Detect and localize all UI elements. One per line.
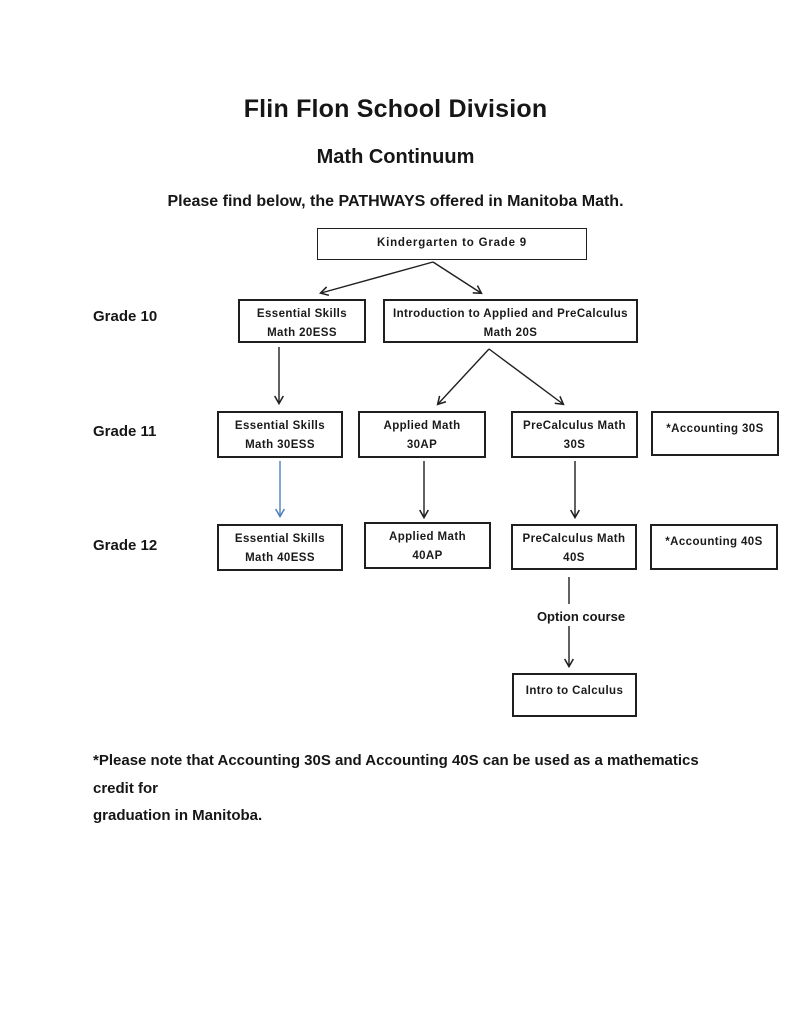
page-subtitle: Math Continuum	[316, 146, 475, 168]
node-label: Intro to Calculus	[525, 685, 624, 697]
node-label-line2: 40AP	[412, 550, 443, 562]
node-kindergarten-to-grade9: Kindergarten to Grade 9	[317, 228, 587, 260]
node-label-line1: Essential Skills	[234, 533, 326, 545]
footnote-line1: *Please note that Accounting 30S and Acc…	[93, 752, 699, 797]
node-label-line1: PreCalculus Math	[523, 420, 626, 432]
node-label-line2: Math 20S	[483, 327, 538, 339]
footnote: *Please note that Accounting 30S and Acc…	[93, 747, 713, 830]
node-precalculus-math-30s: PreCalculus Math 30S	[511, 411, 638, 458]
node-label: *Accounting 40S	[665, 536, 763, 548]
node-essential-skills-math-20ess: Essential Skills Math 20ESS	[238, 299, 366, 343]
node-intro-to-calculus: Intro to Calculus	[512, 673, 637, 717]
node-label: *Accounting 30S	[666, 423, 764, 435]
node-label-line2: 30AP	[406, 439, 438, 451]
node-label-line2: Math 30ESS	[245, 439, 315, 451]
footnote-line2: graduation in Manitoba.	[93, 807, 263, 824]
arrow-k9-to-intro20	[432, 261, 483, 295]
node-intro-applied-precalculus-math-20s: Introduction to Applied and PreCalculus …	[383, 299, 638, 343]
option-course-label: Option course	[536, 609, 626, 624]
node-label-line1: Essential Skills	[256, 308, 348, 320]
page-title: Flin Flon School Division	[243, 95, 548, 123]
node-label: Kindergarten to Grade 9	[376, 237, 528, 249]
grade-11-label: Grade 11	[93, 423, 157, 440]
node-label-line2: Math 40ESS	[245, 552, 315, 564]
grade-12-label: Grade 12	[93, 537, 158, 554]
node-applied-math-30ap: Applied Math 30AP	[358, 411, 486, 458]
node-label-line1: PreCalculus Math	[522, 533, 626, 545]
node-label-line1: Applied Math	[383, 420, 461, 432]
node-accounting-30s: *Accounting 30S	[651, 411, 779, 456]
intro-text: Please find below, the PATHWAYS offered …	[167, 193, 624, 210]
node-applied-math-40ap: Applied Math 40AP	[364, 522, 491, 569]
arrow-intro20-to-pc30	[488, 348, 565, 406]
node-essential-skills-math-40ess: Essential Skills Math 40ESS	[217, 524, 343, 571]
node-label-line1: Essential Skills	[234, 420, 326, 432]
node-label-line1: Introduction to Applied and PreCalculus	[393, 308, 628, 320]
node-label-line2: 30S	[563, 439, 586, 451]
node-label-line2: 40S	[563, 552, 585, 564]
node-label-line1: Applied Math	[389, 531, 466, 543]
node-accounting-40s: *Accounting 40S	[650, 524, 778, 570]
arrow-k9-to-ess20	[319, 261, 434, 297]
node-essential-skills-math-30ess: Essential Skills Math 30ESS	[217, 411, 343, 458]
arrow-intro20-to-ap30	[436, 348, 490, 406]
node-precalculus-math-40s: PreCalculus Math 40S	[511, 524, 637, 570]
grade-10-label: Grade 10	[93, 308, 158, 325]
node-label-line2: Math 20ESS	[267, 327, 337, 339]
